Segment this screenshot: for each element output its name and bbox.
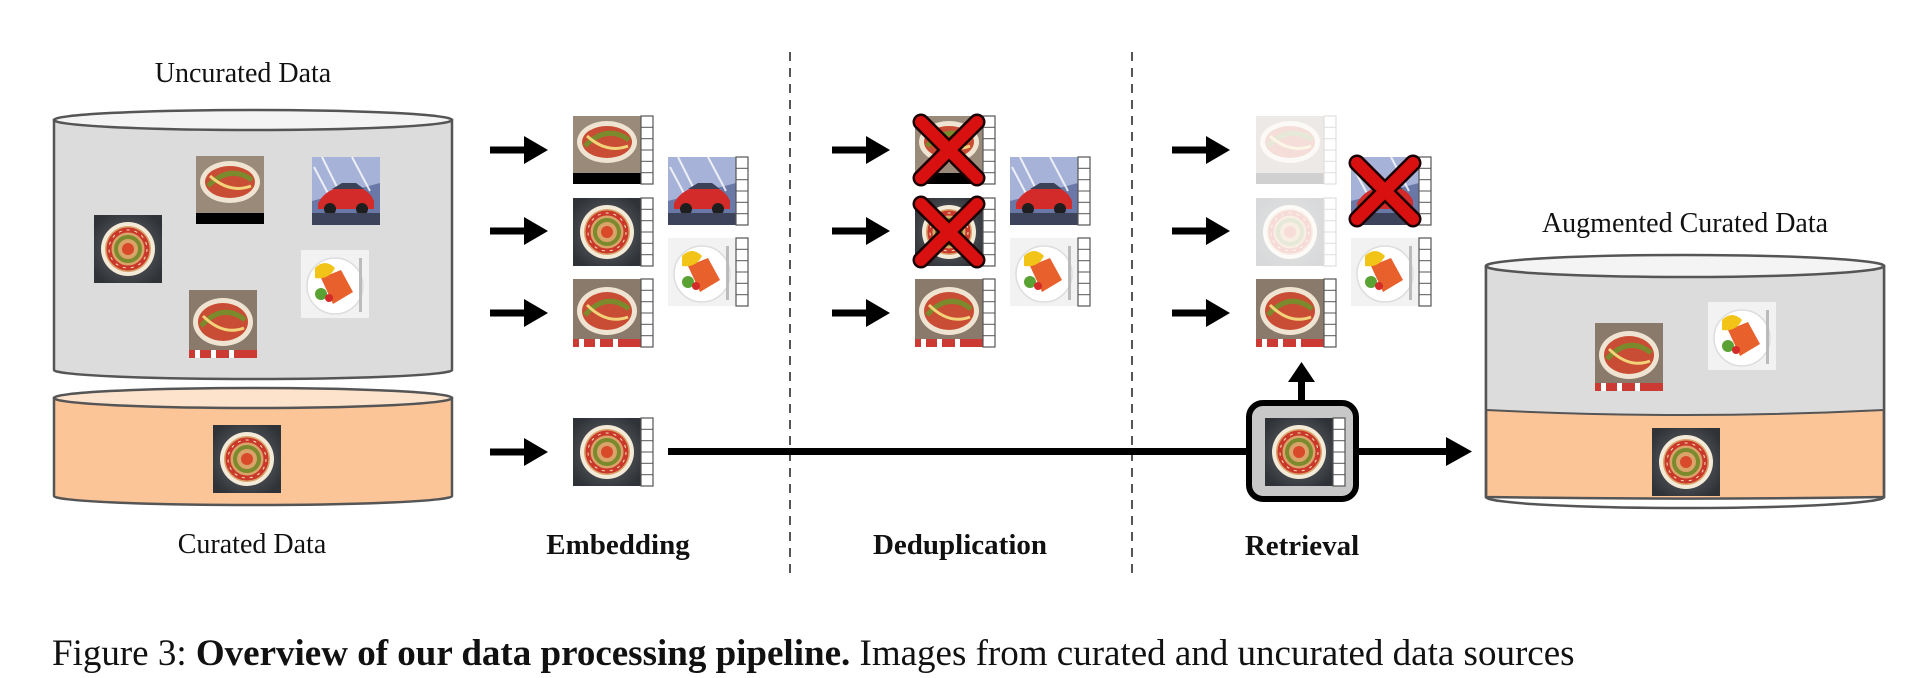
embedding-vector-icon — [1323, 115, 1337, 185]
embedding-vector-icon — [735, 237, 749, 307]
curated-data-label: Curated Data — [178, 529, 327, 560]
curated-data-cylinder — [52, 386, 454, 507]
embedding-vector-icon — [982, 278, 996, 348]
embedding-food-image-2 — [573, 198, 641, 266]
embedding-food-image-3 — [573, 279, 641, 347]
embedding-vector-icon — [1323, 278, 1337, 348]
retrieval-label: Retrieval — [1245, 530, 1359, 562]
arrow-icon — [1446, 437, 1472, 466]
embedding-car-image — [667, 156, 737, 226]
embedding-vector-icon — [1418, 156, 1432, 226]
uncurated-food-image-2 — [94, 215, 162, 283]
arrow-icon — [1172, 217, 1230, 245]
uncurated-data-cylinder — [52, 108, 454, 381]
up-arrow-icon — [1298, 380, 1305, 404]
embedding-vector-icon — [640, 197, 654, 267]
embedding-vector-icon — [982, 115, 996, 185]
embedding-vector-icon — [1332, 417, 1346, 487]
arrow-icon — [832, 217, 890, 245]
flow-line — [668, 448, 1249, 455]
embedding-label: Embedding — [546, 529, 690, 561]
embedding-stage — [490, 115, 749, 487]
embedding-food-image-1 — [573, 116, 641, 184]
deduplication-label: Deduplication — [873, 529, 1047, 561]
uncurated-plate-image — [300, 249, 370, 319]
dedup-car-image — [1009, 156, 1079, 226]
embedding-plate-image — [667, 237, 737, 307]
augmented-plate-image — [1707, 301, 1777, 371]
caption-text: Images from curated and uncurated data s… — [850, 633, 1575, 674]
uncurated-food-image-1 — [196, 156, 264, 224]
flow-line — [1356, 448, 1448, 455]
caption-title: Overview of our data processing pipeline… — [195, 633, 851, 674]
query-food-image — [1265, 418, 1333, 486]
retrieval-plate-image — [1350, 237, 1420, 307]
embedding-curated-image — [573, 418, 641, 486]
uncurated-data-label: Uncurated Data — [155, 58, 332, 89]
augmented-curated-data-cylinder — [1484, 253, 1886, 510]
augmented-food-image — [1595, 323, 1663, 391]
arrow-icon — [490, 136, 548, 164]
embedding-vector-icon — [1418, 237, 1432, 307]
retrieval-food-image-3 — [1256, 279, 1324, 347]
uncurated-car-image — [311, 156, 381, 226]
augmented-curated-food-image — [1652, 428, 1720, 496]
embedding-vector-icon — [1077, 237, 1091, 307]
deduplication-stage — [832, 115, 1091, 348]
retrieval-food-image-2 — [1256, 198, 1324, 266]
up-arrow-icon — [1288, 362, 1315, 382]
embedding-vector-icon — [735, 156, 749, 226]
caption-prefix: Figure 3: — [52, 633, 196, 674]
arrow-icon — [490, 438, 548, 466]
embedding-vector-icon — [982, 197, 996, 267]
arrow-icon — [490, 217, 548, 245]
figure-caption: Figure 3: Overview of our data processin… — [52, 630, 1912, 678]
arrow-icon — [832, 136, 890, 164]
embedding-vector-icon — [640, 278, 654, 348]
arrow-icon — [1172, 136, 1230, 164]
dedup-food-image-3 — [915, 279, 983, 347]
arrow-icon — [1172, 299, 1230, 327]
retrieval-faded-items — [1256, 115, 1337, 267]
augmented-curated-data-label: Augmented Curated Data — [1542, 208, 1829, 239]
embedding-vector-icon — [1077, 156, 1091, 226]
arrow-icon — [832, 299, 890, 327]
arrow-icon — [490, 299, 548, 327]
embedding-vector-icon — [1323, 197, 1337, 267]
embedding-vector-icon — [640, 115, 654, 185]
pipeline-diagram: Uncurated Data Curated Data Embedding — [52, 52, 1886, 580]
curated-food-image — [213, 425, 281, 493]
dedup-plate-image — [1009, 237, 1079, 307]
embedding-vector-icon — [640, 417, 654, 487]
retrieval-stage — [1172, 115, 1432, 502]
uncurated-food-image-3 — [189, 290, 257, 358]
retrieval-food-image-1 — [1256, 116, 1324, 184]
